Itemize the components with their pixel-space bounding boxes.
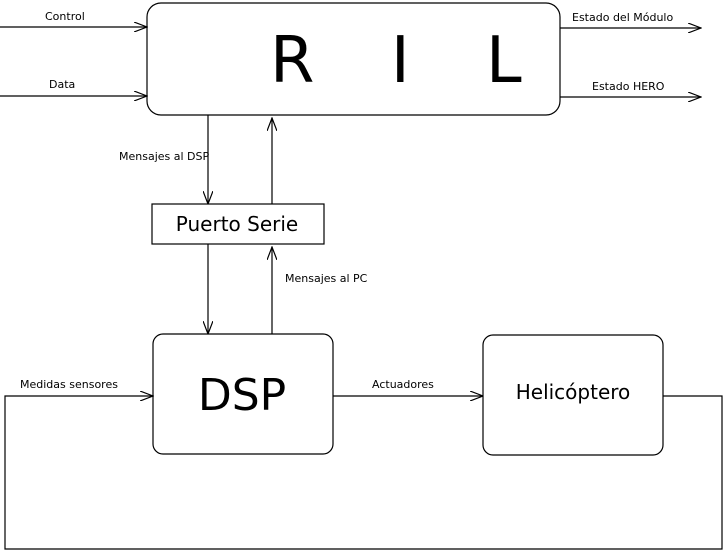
helicoptero-block: Helicóptero xyxy=(482,334,664,456)
medidas-sensores-loop xyxy=(4,396,723,550)
puerto-serie-block: Puerto Serie xyxy=(151,203,325,245)
helicoptero-title: Helicóptero xyxy=(516,380,631,404)
ril-title: R I L xyxy=(270,24,550,98)
puerto-serie-title: Puerto Serie xyxy=(176,212,298,236)
actuadores-label: Actuadores xyxy=(372,378,434,391)
estado-modulo-label: Estado del Módulo xyxy=(572,11,673,24)
estado-hero-label: Estado HERO xyxy=(592,80,665,93)
ril-block: R I L xyxy=(146,2,561,116)
mensajes-pc-label: Mensajes al PC xyxy=(285,272,368,285)
data-label: Data xyxy=(49,78,75,91)
dsp-block: DSP xyxy=(152,333,334,455)
dsp-title: DSP xyxy=(198,370,286,421)
medidas-sensores-label: Medidas sensores xyxy=(20,378,118,391)
control-label: Control xyxy=(45,10,85,23)
mensajes-dsp-label: Mensajes al DSP xyxy=(119,150,209,163)
